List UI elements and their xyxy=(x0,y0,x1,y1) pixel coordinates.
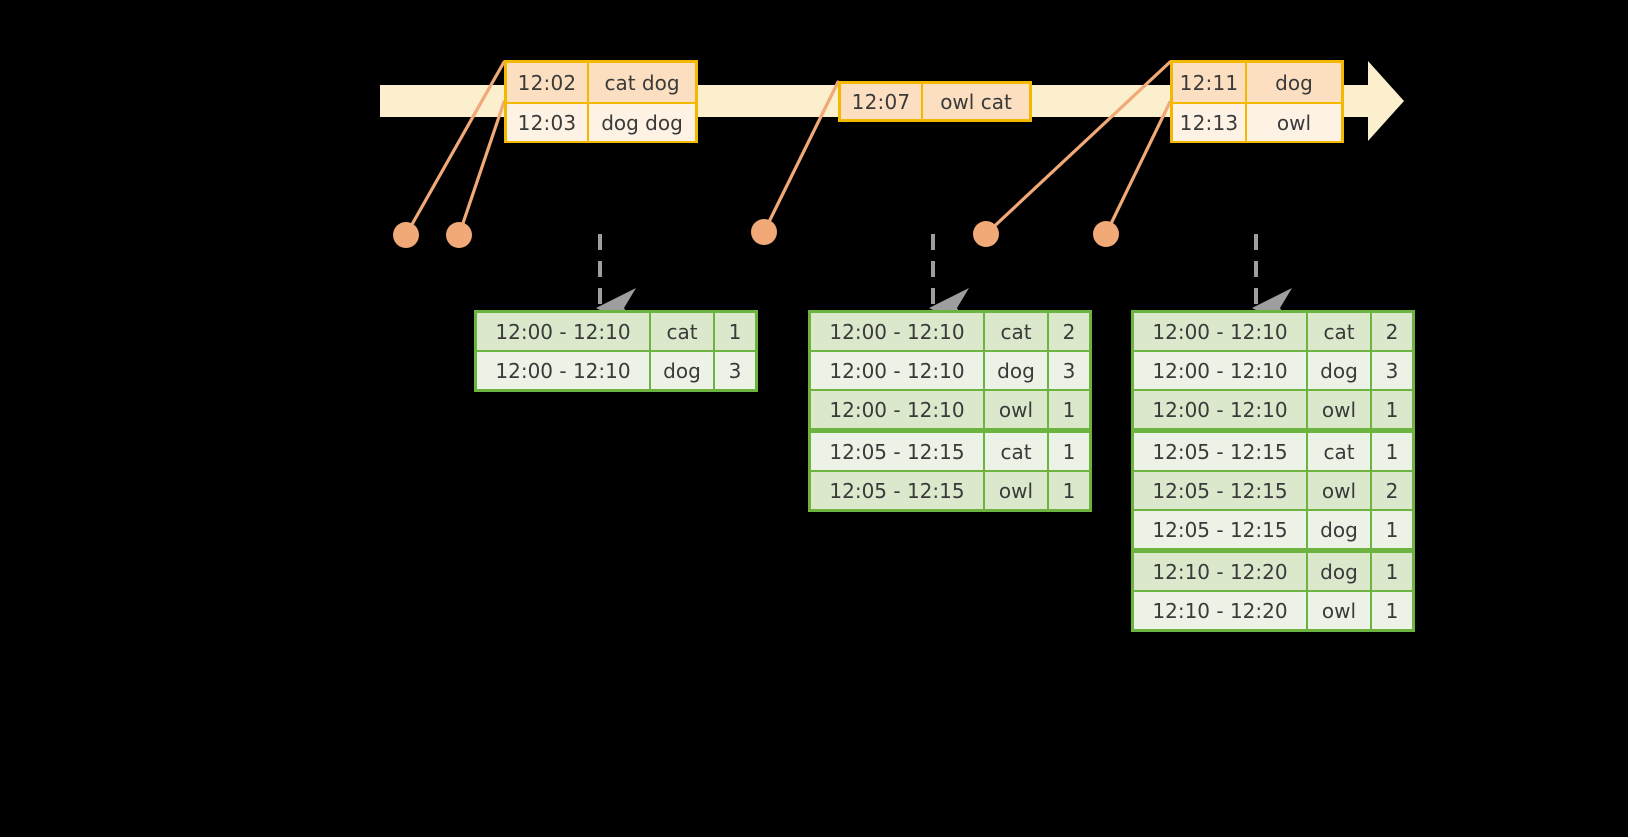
cell-window: 12:10 - 12:20 xyxy=(1134,553,1306,590)
cell-count: 1 xyxy=(1372,433,1412,470)
event-time: 12:07 xyxy=(841,84,923,119)
event-payload: dog dog xyxy=(601,110,683,135)
cell-count: 2 xyxy=(1372,313,1412,350)
cell-count: 1 xyxy=(1372,391,1412,428)
cell-key: owl xyxy=(1308,391,1370,428)
cell-count: 1 xyxy=(715,313,755,350)
cell-count: 1 xyxy=(1049,391,1089,428)
event-marker-dot[interactable] xyxy=(973,221,999,247)
cell-key: owl xyxy=(985,391,1047,428)
cell-count: 3 xyxy=(715,352,755,389)
cell-window: 12:00 - 12:10 xyxy=(1134,313,1306,350)
connector-dots xyxy=(393,219,1119,248)
cell-key: owl xyxy=(1308,472,1370,509)
cell-window: 12:00 - 12:10 xyxy=(477,313,649,350)
event-group-3[interactable]: 12:11 dog 12:13 owl xyxy=(1170,60,1344,143)
event-payload: cat dog xyxy=(604,70,680,95)
cell-key: owl xyxy=(1308,592,1370,629)
cell-key: dog xyxy=(985,352,1047,389)
event-time: 12:11 xyxy=(1173,63,1247,102)
cell-key: dog xyxy=(1308,553,1370,590)
cell-key: cat xyxy=(1308,313,1370,350)
event-payload: owl xyxy=(1276,110,1312,135)
cell-window: 12:00 - 12:10 xyxy=(477,352,649,389)
event-row[interactable]: 12:02 cat dog xyxy=(507,63,695,102)
cell-count: 3 xyxy=(1372,352,1412,389)
cell-window: 12:05 - 12:15 xyxy=(1134,511,1306,548)
cell-key: cat xyxy=(1308,433,1370,470)
cell-window: 12:05 - 12:15 xyxy=(811,433,983,470)
connector-line xyxy=(1104,100,1172,236)
cell-key: cat xyxy=(985,313,1047,350)
cell-window: 12:05 - 12:15 xyxy=(811,472,983,509)
event-row[interactable]: 12:11 dog xyxy=(1173,63,1341,102)
event-row[interactable]: 12:13 owl xyxy=(1173,102,1341,141)
cell-count: 1 xyxy=(1372,592,1412,629)
cell-key: dog xyxy=(651,352,713,389)
cell-window: 12:00 - 12:10 xyxy=(811,313,983,350)
event-payload: owl cat xyxy=(940,89,1012,114)
cell-count: 1 xyxy=(1372,553,1412,590)
cell-key: dog xyxy=(1308,511,1370,548)
cell-window: 12:10 - 12:20 xyxy=(1134,592,1306,629)
cell-key: cat xyxy=(985,433,1047,470)
event-time: 12:02 xyxy=(507,63,589,102)
cell-window: 12:00 - 12:10 xyxy=(811,391,983,428)
cell-count: 1 xyxy=(1049,433,1089,470)
cell-key: dog xyxy=(1308,352,1370,389)
cell-count: 1 xyxy=(1372,511,1412,548)
event-marker-dot[interactable] xyxy=(446,222,472,248)
connector-line xyxy=(762,80,840,234)
cell-window: 12:00 - 12:10 xyxy=(1134,391,1306,428)
cell-key: owl xyxy=(985,472,1047,509)
dashed-arrows xyxy=(596,234,1292,328)
cell-count: 2 xyxy=(1049,313,1089,350)
cell-window: 12:00 - 12:10 xyxy=(1134,352,1306,389)
event-time: 12:03 xyxy=(507,104,589,141)
cell-window: 12:05 - 12:15 xyxy=(1134,472,1306,509)
event-row[interactable]: 12:07 owl cat xyxy=(841,84,1029,119)
connector-line xyxy=(404,60,506,237)
connector-line xyxy=(457,100,506,237)
cell-count: 1 xyxy=(1049,472,1089,509)
cell-key: cat xyxy=(651,313,713,350)
event-row[interactable]: 12:03 dog dog xyxy=(507,102,695,141)
cell-count: 2 xyxy=(1372,472,1412,509)
event-marker-dot[interactable] xyxy=(393,222,419,248)
event-marker-dot[interactable] xyxy=(1093,221,1119,247)
event-group-2[interactable]: 12:07 owl cat xyxy=(838,81,1032,122)
cell-window: 12:05 - 12:15 xyxy=(1134,433,1306,470)
event-payload: dog xyxy=(1275,70,1313,95)
event-marker-dot[interactable] xyxy=(751,219,777,245)
cell-count: 3 xyxy=(1049,352,1089,389)
cell-window: 12:00 - 12:10 xyxy=(811,352,983,389)
event-group-1[interactable]: 12:02 cat dog 12:03 dog dog xyxy=(504,60,698,143)
event-time: 12:13 xyxy=(1173,104,1247,141)
